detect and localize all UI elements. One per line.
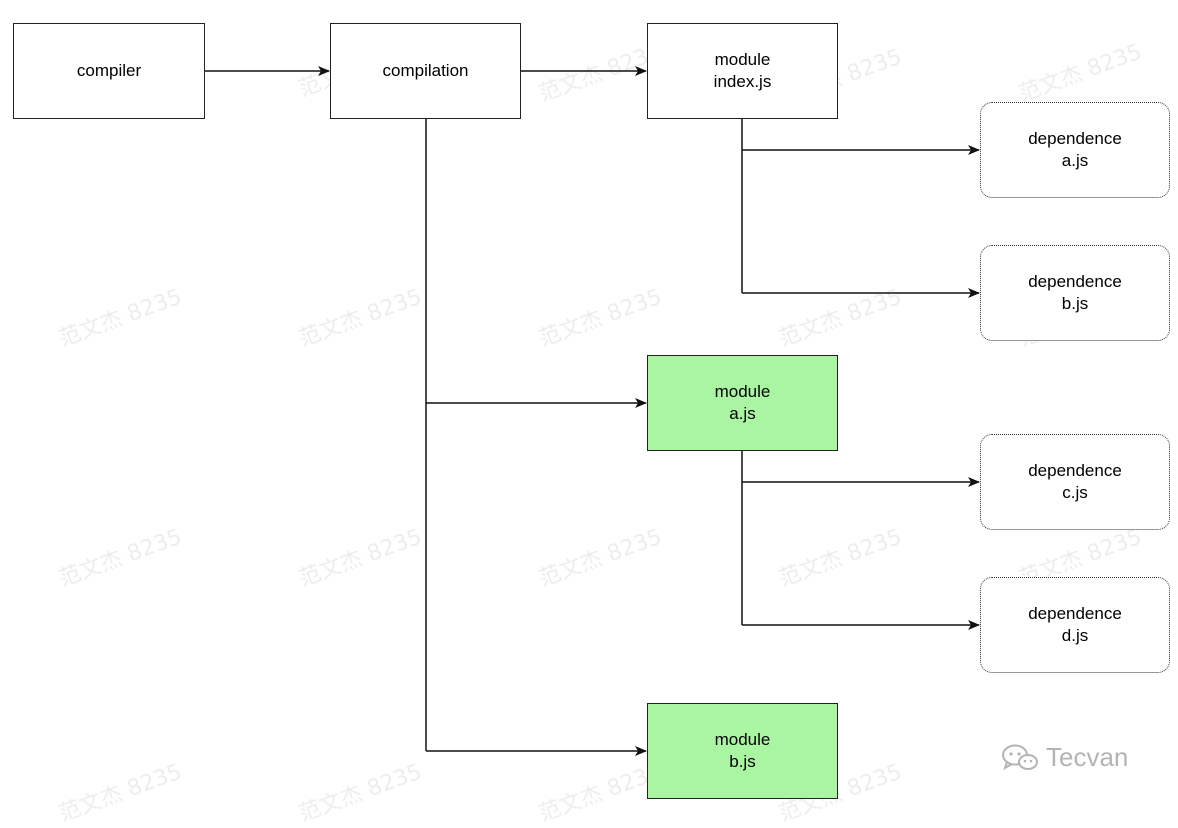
dependence-d-node: dependence d.js: [980, 577, 1170, 673]
diagram-canvas: 范文杰 8235 范文杰 8235 范文杰 8235 范文杰 8235 范文杰 …: [13, 23, 1170, 827]
dependence-c-file: c.js: [1062, 483, 1088, 502]
dependence-c-title: dependence: [1028, 461, 1122, 480]
dependence-a-node: dependence a.js: [980, 102, 1170, 198]
module-a-file: a.js: [729, 404, 756, 423]
brand-name: Tecvan: [1046, 742, 1129, 772]
dependence-a-file: a.js: [1061, 151, 1089, 170]
module-b-file: b.js: [729, 752, 756, 771]
dependence-d-file: d.js: [1061, 626, 1089, 645]
module-b-title: module: [714, 730, 771, 749]
connector-layer: [205, 66, 980, 756]
compiler-label: compiler: [76, 61, 142, 80]
brand-mark: Tecvan: [1000, 742, 1128, 773]
module-a-title: module: [714, 382, 771, 401]
module-index-file: index.js: [713, 72, 772, 91]
module-index-node: module index.js: [647, 23, 838, 119]
dependence-a-title: dependence: [1028, 129, 1122, 148]
compilation-node: compilation: [330, 23, 521, 119]
module-b-node: module b.js: [647, 703, 838, 799]
dependence-d-title: dependence: [1028, 604, 1122, 623]
dependence-b-title: dependence: [1028, 272, 1122, 291]
compilation-label: compilation: [382, 61, 469, 80]
dependence-b-node: dependence b.js: [980, 245, 1170, 341]
module-index-title: module: [714, 50, 771, 69]
compiler-node: compiler: [13, 23, 205, 119]
dependence-b-file: b.js: [1061, 294, 1089, 313]
dependence-c-node: dependence c.js: [980, 434, 1170, 530]
module-a-node: module a.js: [647, 355, 838, 451]
wechat-icon: [1002, 744, 1038, 770]
